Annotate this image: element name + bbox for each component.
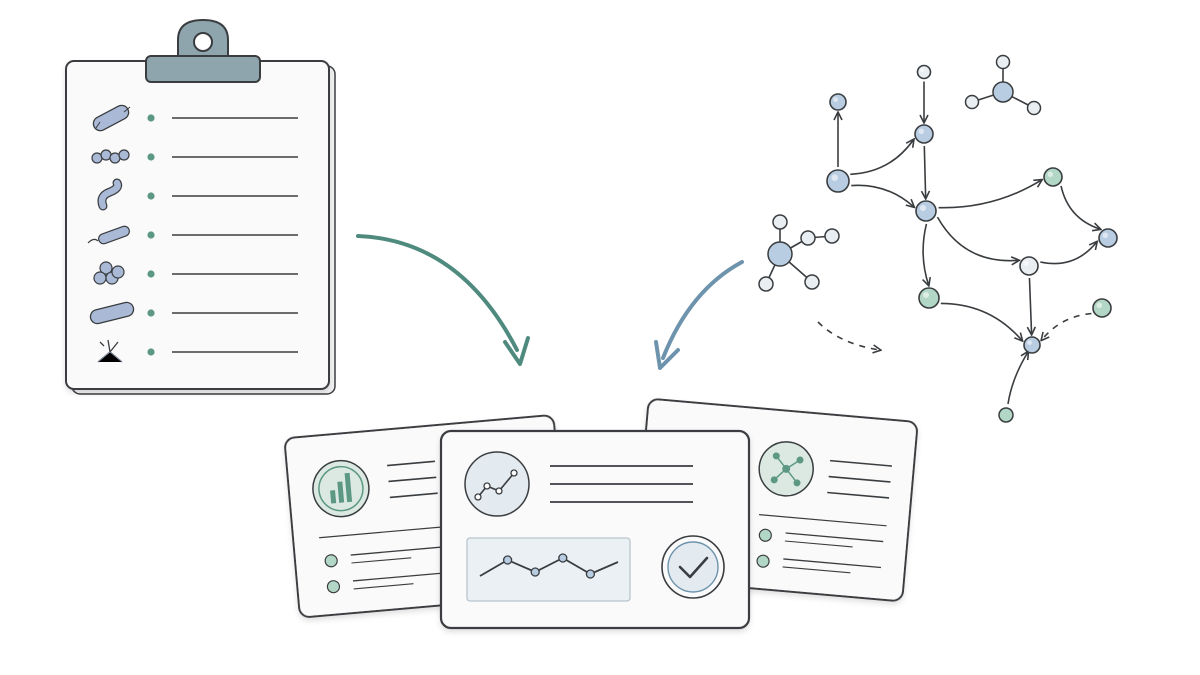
card-line bbox=[785, 532, 884, 543]
card-bullet bbox=[324, 554, 338, 568]
molecule-left bbox=[758, 214, 840, 292]
card-bullet bbox=[756, 554, 770, 568]
clipboard-entry bbox=[93, 261, 298, 285]
card-line bbox=[350, 546, 441, 556]
network-to-cards-arrow bbox=[654, 260, 744, 370]
network-node bbox=[915, 200, 937, 222]
bacillus-icon bbox=[89, 301, 135, 325]
clipboard-entry bbox=[92, 104, 298, 132]
node-highlight bbox=[1096, 302, 1103, 308]
clipboard-entry bbox=[87, 225, 298, 245]
check-icon bbox=[661, 535, 725, 599]
card-line bbox=[353, 583, 414, 590]
cluster-cocci-icon bbox=[93, 261, 125, 285]
flow-arrows bbox=[356, 234, 744, 370]
network-edge bbox=[938, 180, 1042, 209]
line-chart-icon bbox=[464, 451, 530, 517]
clipboard-entry bbox=[89, 301, 298, 325]
node-highlight bbox=[831, 174, 838, 181]
right-card-bullets bbox=[756, 528, 884, 574]
network-nodes bbox=[826, 64, 1118, 354]
network-edges bbox=[838, 81, 1100, 341]
entry-bullet bbox=[147, 348, 155, 356]
entry-bullet bbox=[147, 231, 155, 239]
center-card bbox=[439, 429, 751, 630]
network-edge bbox=[1040, 242, 1096, 265]
network-node-source bbox=[998, 407, 1014, 423]
chain-cocci-icon bbox=[91, 149, 130, 164]
card-bullet bbox=[758, 528, 772, 542]
node-highlight bbox=[1047, 171, 1054, 177]
network-node bbox=[1092, 298, 1112, 318]
network-edge bbox=[940, 302, 1022, 340]
entry-bullet bbox=[147, 153, 155, 161]
clipboard-entry bbox=[97, 339, 298, 363]
bar-chart-icon bbox=[312, 459, 370, 518]
node-highlight bbox=[923, 292, 929, 298]
node-highlight bbox=[1027, 340, 1032, 345]
card-bullet bbox=[326, 580, 341, 594]
sparkline-panel bbox=[466, 537, 631, 602]
card-line bbox=[783, 558, 882, 569]
network-edge bbox=[923, 223, 928, 285]
network-edge bbox=[850, 140, 913, 176]
network-node bbox=[826, 169, 850, 193]
sparkline-chart bbox=[479, 553, 619, 579]
branched-filament-icon bbox=[97, 339, 123, 363]
network-node bbox=[916, 64, 932, 80]
sparkline-line bbox=[479, 556, 619, 577]
network-node bbox=[829, 93, 847, 111]
node-highlight bbox=[833, 97, 838, 102]
network-edge bbox=[1060, 185, 1100, 229]
clipboard-clip bbox=[145, 18, 261, 83]
network-edge bbox=[924, 145, 925, 198]
network-edge bbox=[1029, 277, 1031, 334]
node-highlight bbox=[1102, 232, 1109, 238]
entry-bullet bbox=[147, 192, 155, 200]
network-node bbox=[1019, 256, 1039, 276]
sparkline-point bbox=[502, 555, 513, 565]
spirillum-flagellum-icon bbox=[87, 225, 130, 245]
card-line bbox=[784, 540, 853, 548]
network-node bbox=[1023, 336, 1041, 354]
clipboard bbox=[65, 18, 336, 395]
clipboard-to-cards-arrow bbox=[356, 234, 530, 366]
node-highlight bbox=[1023, 260, 1029, 266]
entry-bullet bbox=[147, 114, 155, 122]
entry-bullet bbox=[147, 270, 155, 278]
card-line bbox=[351, 557, 412, 564]
network-graph bbox=[758, 54, 1118, 423]
clipboard-entry bbox=[91, 149, 298, 164]
network-edge bbox=[851, 184, 913, 207]
network-node bbox=[914, 124, 934, 144]
network-icon bbox=[758, 441, 814, 497]
clipboard-entry bbox=[97, 178, 298, 211]
sparkline-point bbox=[558, 553, 568, 563]
inflow-arrow-bottom bbox=[1007, 352, 1028, 405]
card-line bbox=[782, 566, 851, 574]
node-highlight bbox=[918, 128, 924, 134]
clipboard-board bbox=[65, 60, 330, 390]
left-card-bullets bbox=[324, 546, 443, 594]
node-highlight bbox=[920, 68, 924, 73]
node-highlight bbox=[920, 205, 926, 211]
curved-bacterium-icon bbox=[97, 178, 123, 211]
molecule-top-right bbox=[964, 54, 1042, 116]
card-line bbox=[352, 572, 443, 582]
sparkline-point bbox=[530, 567, 540, 577]
network-node bbox=[1098, 228, 1118, 248]
clipboard-entries bbox=[87, 104, 298, 363]
entry-bullet bbox=[147, 309, 155, 317]
network-node bbox=[1043, 167, 1063, 187]
rod-bacterium-icon bbox=[92, 104, 131, 132]
network-edge bbox=[1042, 312, 1092, 340]
network-node bbox=[918, 287, 940, 309]
sparkline-point bbox=[585, 569, 596, 579]
dashed-inflow-arrow bbox=[817, 321, 880, 350]
network-edge bbox=[936, 216, 1018, 261]
